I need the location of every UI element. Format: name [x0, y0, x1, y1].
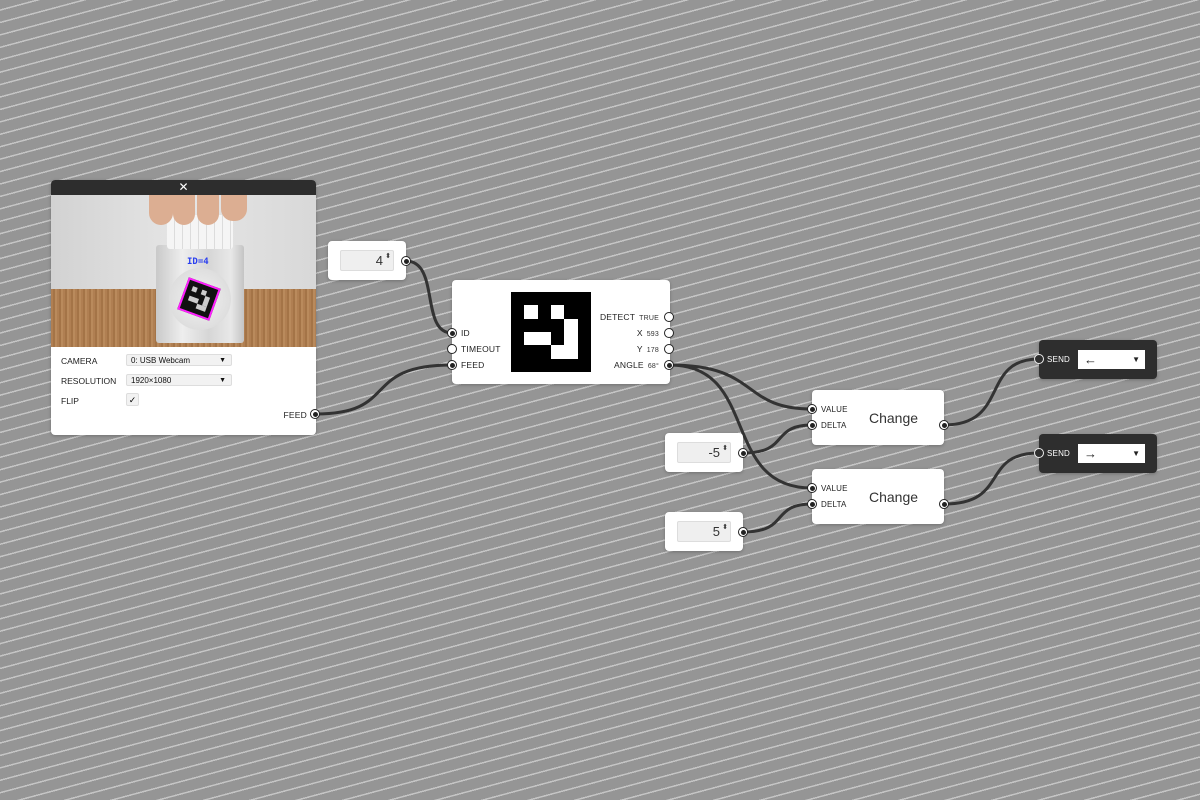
delta-negative-value: -5 — [708, 445, 720, 460]
input-label-delta: DELTA — [821, 500, 847, 509]
chevron-down-icon: ▼ — [1132, 449, 1140, 458]
input-label-timeout: TIMEOUT — [461, 344, 501, 354]
arrow-left-icon: ← — [1084, 352, 1097, 367]
input-label-id: ID — [461, 328, 470, 338]
input-label-value: VALUE — [821, 484, 848, 493]
output-value-y: 178 — [646, 347, 659, 354]
send-right-input-port[interactable] — [1034, 448, 1044, 458]
send-node-right[interactable]: SEND → ▼ — [1039, 434, 1157, 473]
resolution-select-value: 1920×1080 — [131, 376, 172, 385]
change-node-title: Change — [869, 410, 919, 426]
resolution-label: RESOLUTION — [61, 376, 117, 386]
camera-titlebar[interactable]: ✕ — [51, 180, 316, 195]
wire-angle-value1 — [668, 363, 814, 411]
change2-value-input-port[interactable] — [807, 483, 817, 493]
delta-positive-input[interactable]: 5 ⬍ — [677, 521, 731, 542]
send-label: SEND — [1047, 449, 1071, 458]
delta-negative-input[interactable]: -5 ⬍ — [677, 442, 731, 463]
marker-id-input-port[interactable] — [447, 328, 457, 338]
delta-positive-value: 5 — [712, 524, 720, 539]
camera-select[interactable]: 0: USB Webcam ▼ — [126, 354, 232, 366]
marker-feed-input-port[interactable] — [447, 360, 457, 370]
output-label-x: X — [636, 328, 643, 338]
send-key-select[interactable]: → ▼ — [1078, 444, 1145, 463]
close-icon[interactable]: ✕ — [178, 180, 189, 194]
output-value-detect: TRUE — [639, 315, 659, 322]
input-label-delta: DELTA — [821, 421, 847, 430]
send-node-left[interactable]: SEND ← ▼ — [1039, 340, 1157, 379]
id-number-value: 4 — [375, 253, 383, 268]
output-label-detect: DETECT — [599, 312, 636, 322]
camera-select-value: 0: USB Webcam — [131, 356, 190, 365]
camera-node[interactable]: ✕ ID=4 CAMERA 0: USB Webcam ▼ — [51, 180, 316, 435]
output-label-y: Y — [636, 344, 643, 354]
change-node-title: Change — [869, 489, 919, 505]
flip-checkbox[interactable]: ✓ — [126, 393, 139, 406]
wire-neg-delta — [741, 423, 814, 455]
wire-pos-delta — [741, 502, 814, 534]
arrow-right-icon: → — [1084, 446, 1097, 461]
resolution-select[interactable]: 1920×1080 ▼ — [126, 374, 232, 386]
spinner-icon[interactable]: ⬍ — [385, 253, 391, 260]
marker-x-output-port[interactable] — [664, 328, 674, 338]
change2-output-port[interactable] — [939, 499, 949, 509]
output-label-angle: ANGLE — [613, 360, 644, 370]
change1-output-port[interactable] — [939, 420, 949, 430]
camera-feed-image: ID=4 — [51, 195, 316, 347]
camera-feed-output-port[interactable] — [310, 409, 320, 419]
wire-change1-send — [942, 357, 1041, 427]
delta-negative-output-port[interactable] — [738, 448, 748, 458]
aruco-marker-image — [511, 292, 591, 372]
output-value-x: 593 — [646, 331, 659, 338]
marker-id-overlay: ID=4 — [187, 257, 209, 267]
spinner-icon[interactable]: ⬍ — [722, 524, 728, 531]
output-value-angle: 68° — [647, 363, 659, 370]
id-number-output-port[interactable] — [401, 256, 411, 266]
chevron-down-icon: ▼ — [219, 357, 226, 364]
marker-timeout-input-port[interactable] — [447, 344, 457, 354]
change-node-2[interactable]: VALUE DELTA Change — [812, 469, 944, 524]
marker-detect-output-port[interactable] — [664, 312, 674, 322]
wire-change2-send — [942, 451, 1041, 506]
delta-positive-output-port[interactable] — [738, 527, 748, 537]
wire-id — [404, 259, 454, 335]
input-label-feed: FEED — [461, 360, 485, 370]
change1-delta-input-port[interactable] — [807, 420, 817, 430]
chevron-down-icon: ▼ — [1132, 355, 1140, 364]
flip-label: FLIP — [61, 396, 79, 406]
marker-y-output-port[interactable] — [664, 344, 674, 354]
chevron-down-icon: ▼ — [219, 377, 226, 384]
id-number-input[interactable]: 4 ⬍ — [340, 250, 394, 271]
delta-positive-node[interactable]: 5 ⬍ — [665, 512, 743, 551]
input-label-value: VALUE — [821, 405, 848, 414]
marker-angle-output-port[interactable] — [664, 360, 674, 370]
send-label: SEND — [1047, 355, 1071, 364]
feed-output-label: FEED — [283, 410, 307, 420]
change2-delta-input-port[interactable] — [807, 499, 817, 509]
camera-label: CAMERA — [61, 356, 98, 366]
send-left-input-port[interactable] — [1034, 354, 1044, 364]
checkmark-icon: ✓ — [128, 395, 137, 405]
change1-value-input-port[interactable] — [807, 404, 817, 414]
delta-negative-node[interactable]: -5 ⬍ — [665, 433, 743, 472]
wire-feed — [314, 363, 454, 416]
send-key-select[interactable]: ← ▼ — [1078, 350, 1145, 369]
change-node-1[interactable]: VALUE DELTA Change — [812, 390, 944, 445]
id-number-node[interactable]: 4 ⬍ — [328, 241, 406, 280]
spinner-icon[interactable]: ⬍ — [722, 445, 728, 452]
